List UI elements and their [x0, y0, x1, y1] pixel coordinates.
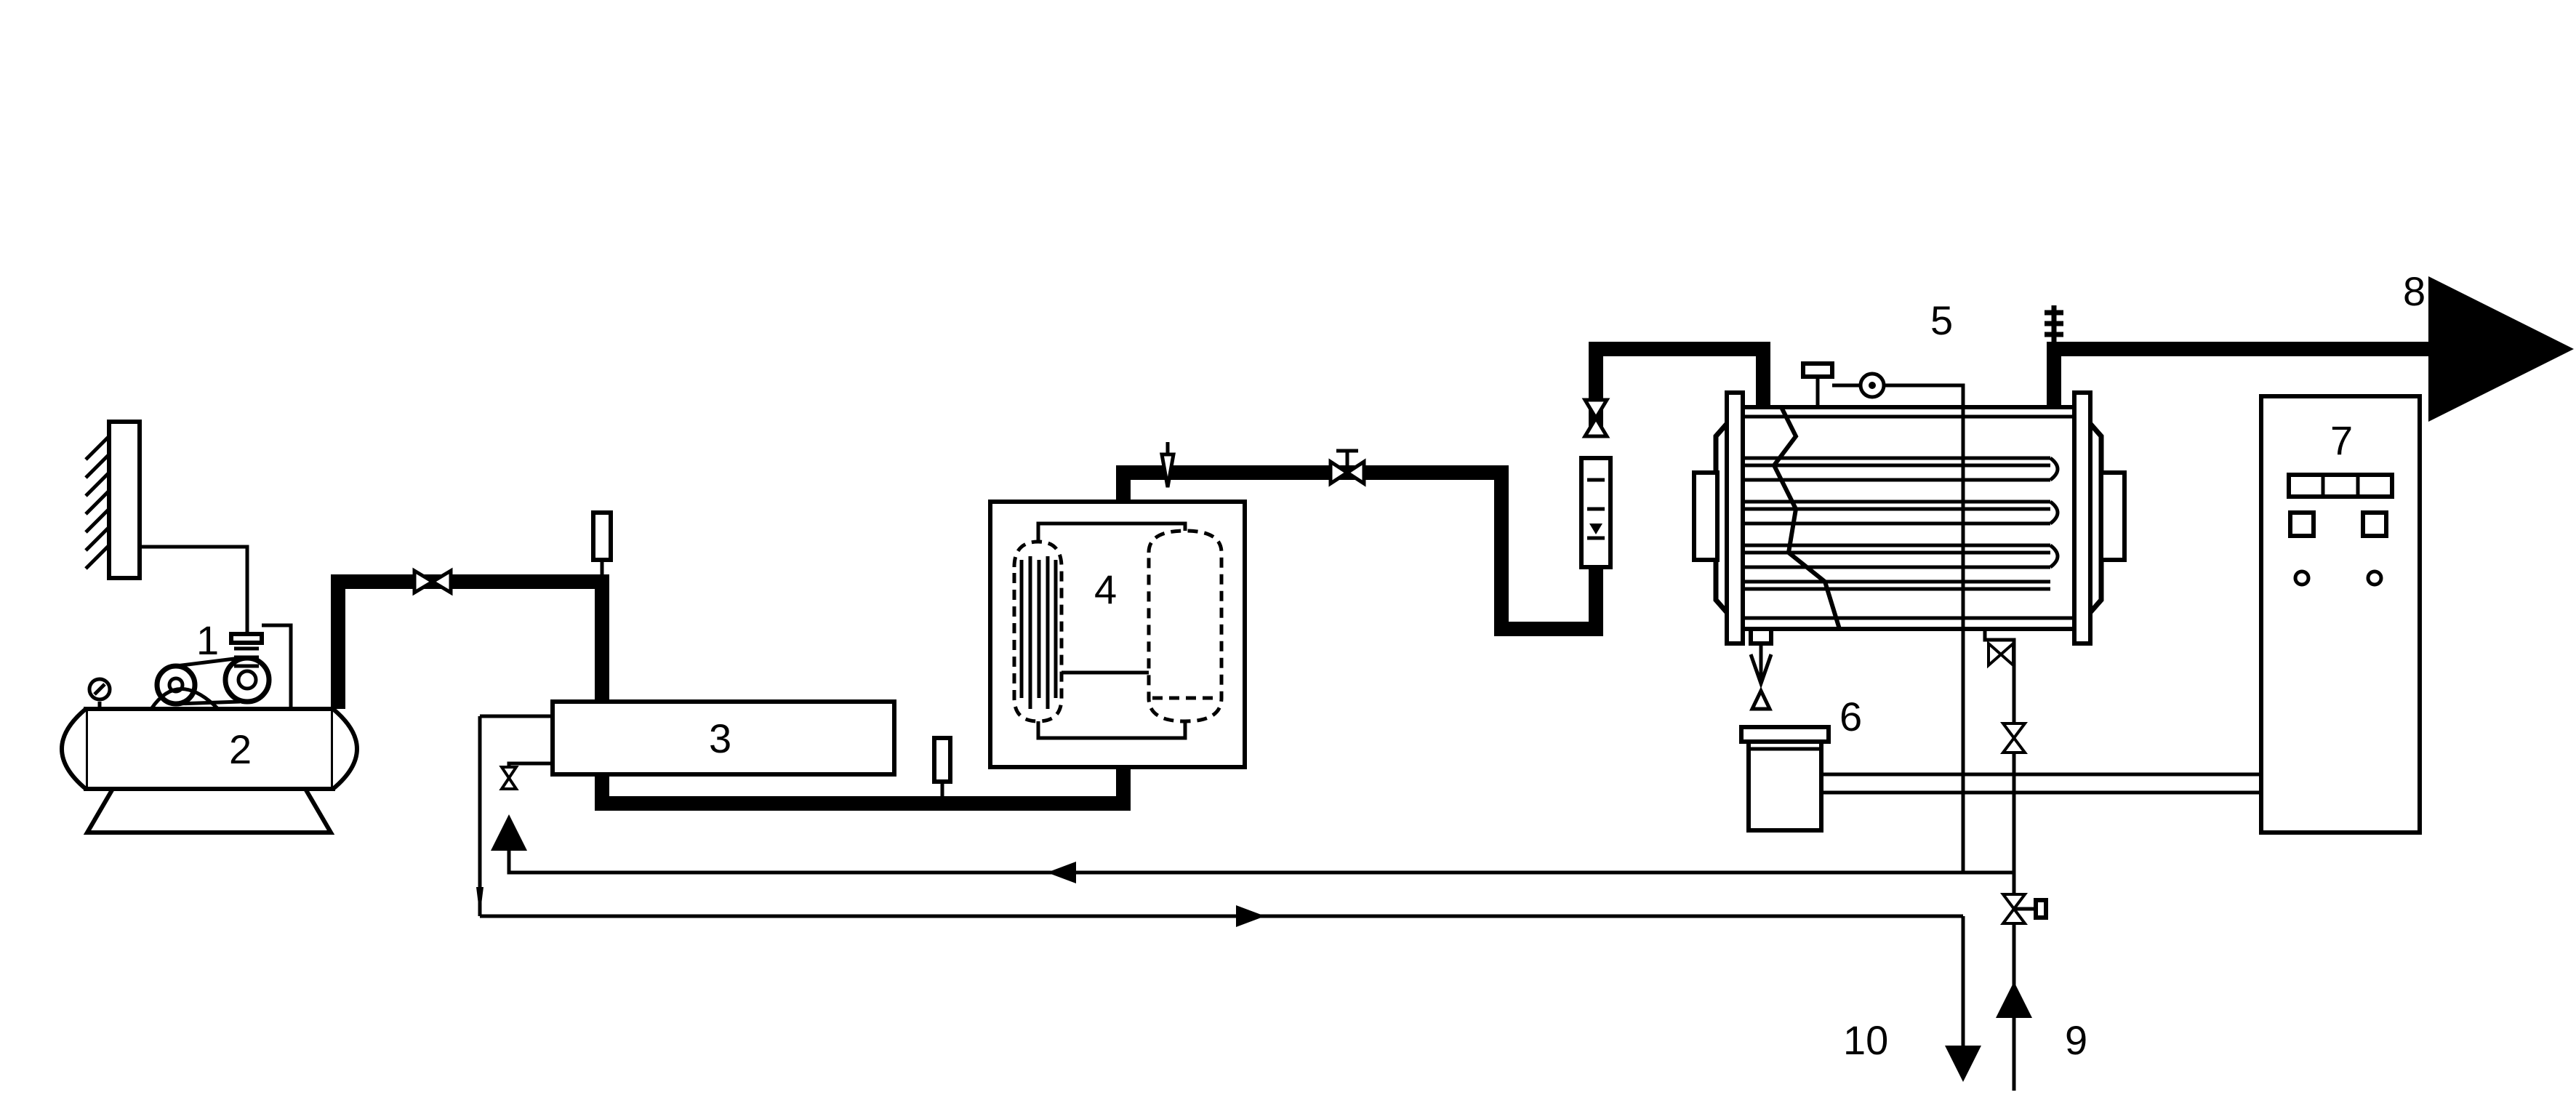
flow-arrows	[476, 862, 1265, 927]
after-cooler	[550, 699, 1131, 811]
cooling-water-lines	[478, 629, 2032, 1091]
control-panel	[2259, 394, 2422, 835]
rotameter	[1579, 456, 1613, 569]
label-4: 4	[1094, 566, 1117, 612]
pressure-relief-valve	[1160, 442, 1176, 488]
air-storage-tank	[60, 677, 359, 835]
label-5: 5	[1930, 297, 1953, 343]
label-2: 2	[229, 726, 252, 772]
thermometer-1	[591, 510, 613, 582]
air-main-pipe-2	[1116, 342, 1770, 636]
label-6: 6	[1839, 694, 1862, 739]
label-8: 8	[2403, 268, 2425, 314]
valve-2	[1328, 449, 1366, 487]
label-10: 10	[1843, 1017, 1888, 1063]
air-main-pipe-1	[331, 574, 609, 709]
valve-1	[412, 567, 453, 596]
valve-water-3	[2000, 722, 2028, 754]
load-cell-unit	[1739, 627, 1831, 833]
label-9: 9	[2065, 1017, 2087, 1063]
drying-chamber	[1692, 276, 2574, 873]
label-1: 1	[196, 617, 219, 663]
valve-water-1	[499, 766, 519, 790]
wall-mounted-control	[84, 420, 249, 634]
valve-water-2	[1987, 640, 2015, 669]
label-7: 7	[2330, 417, 2353, 463]
solenoid-valve	[2000, 893, 2048, 925]
air-dryer	[988, 500, 1247, 769]
label-3: 3	[709, 715, 731, 761]
air-compressor	[149, 623, 293, 710]
valve-3	[1581, 398, 1610, 438]
signal-lines	[1821, 772, 2261, 795]
